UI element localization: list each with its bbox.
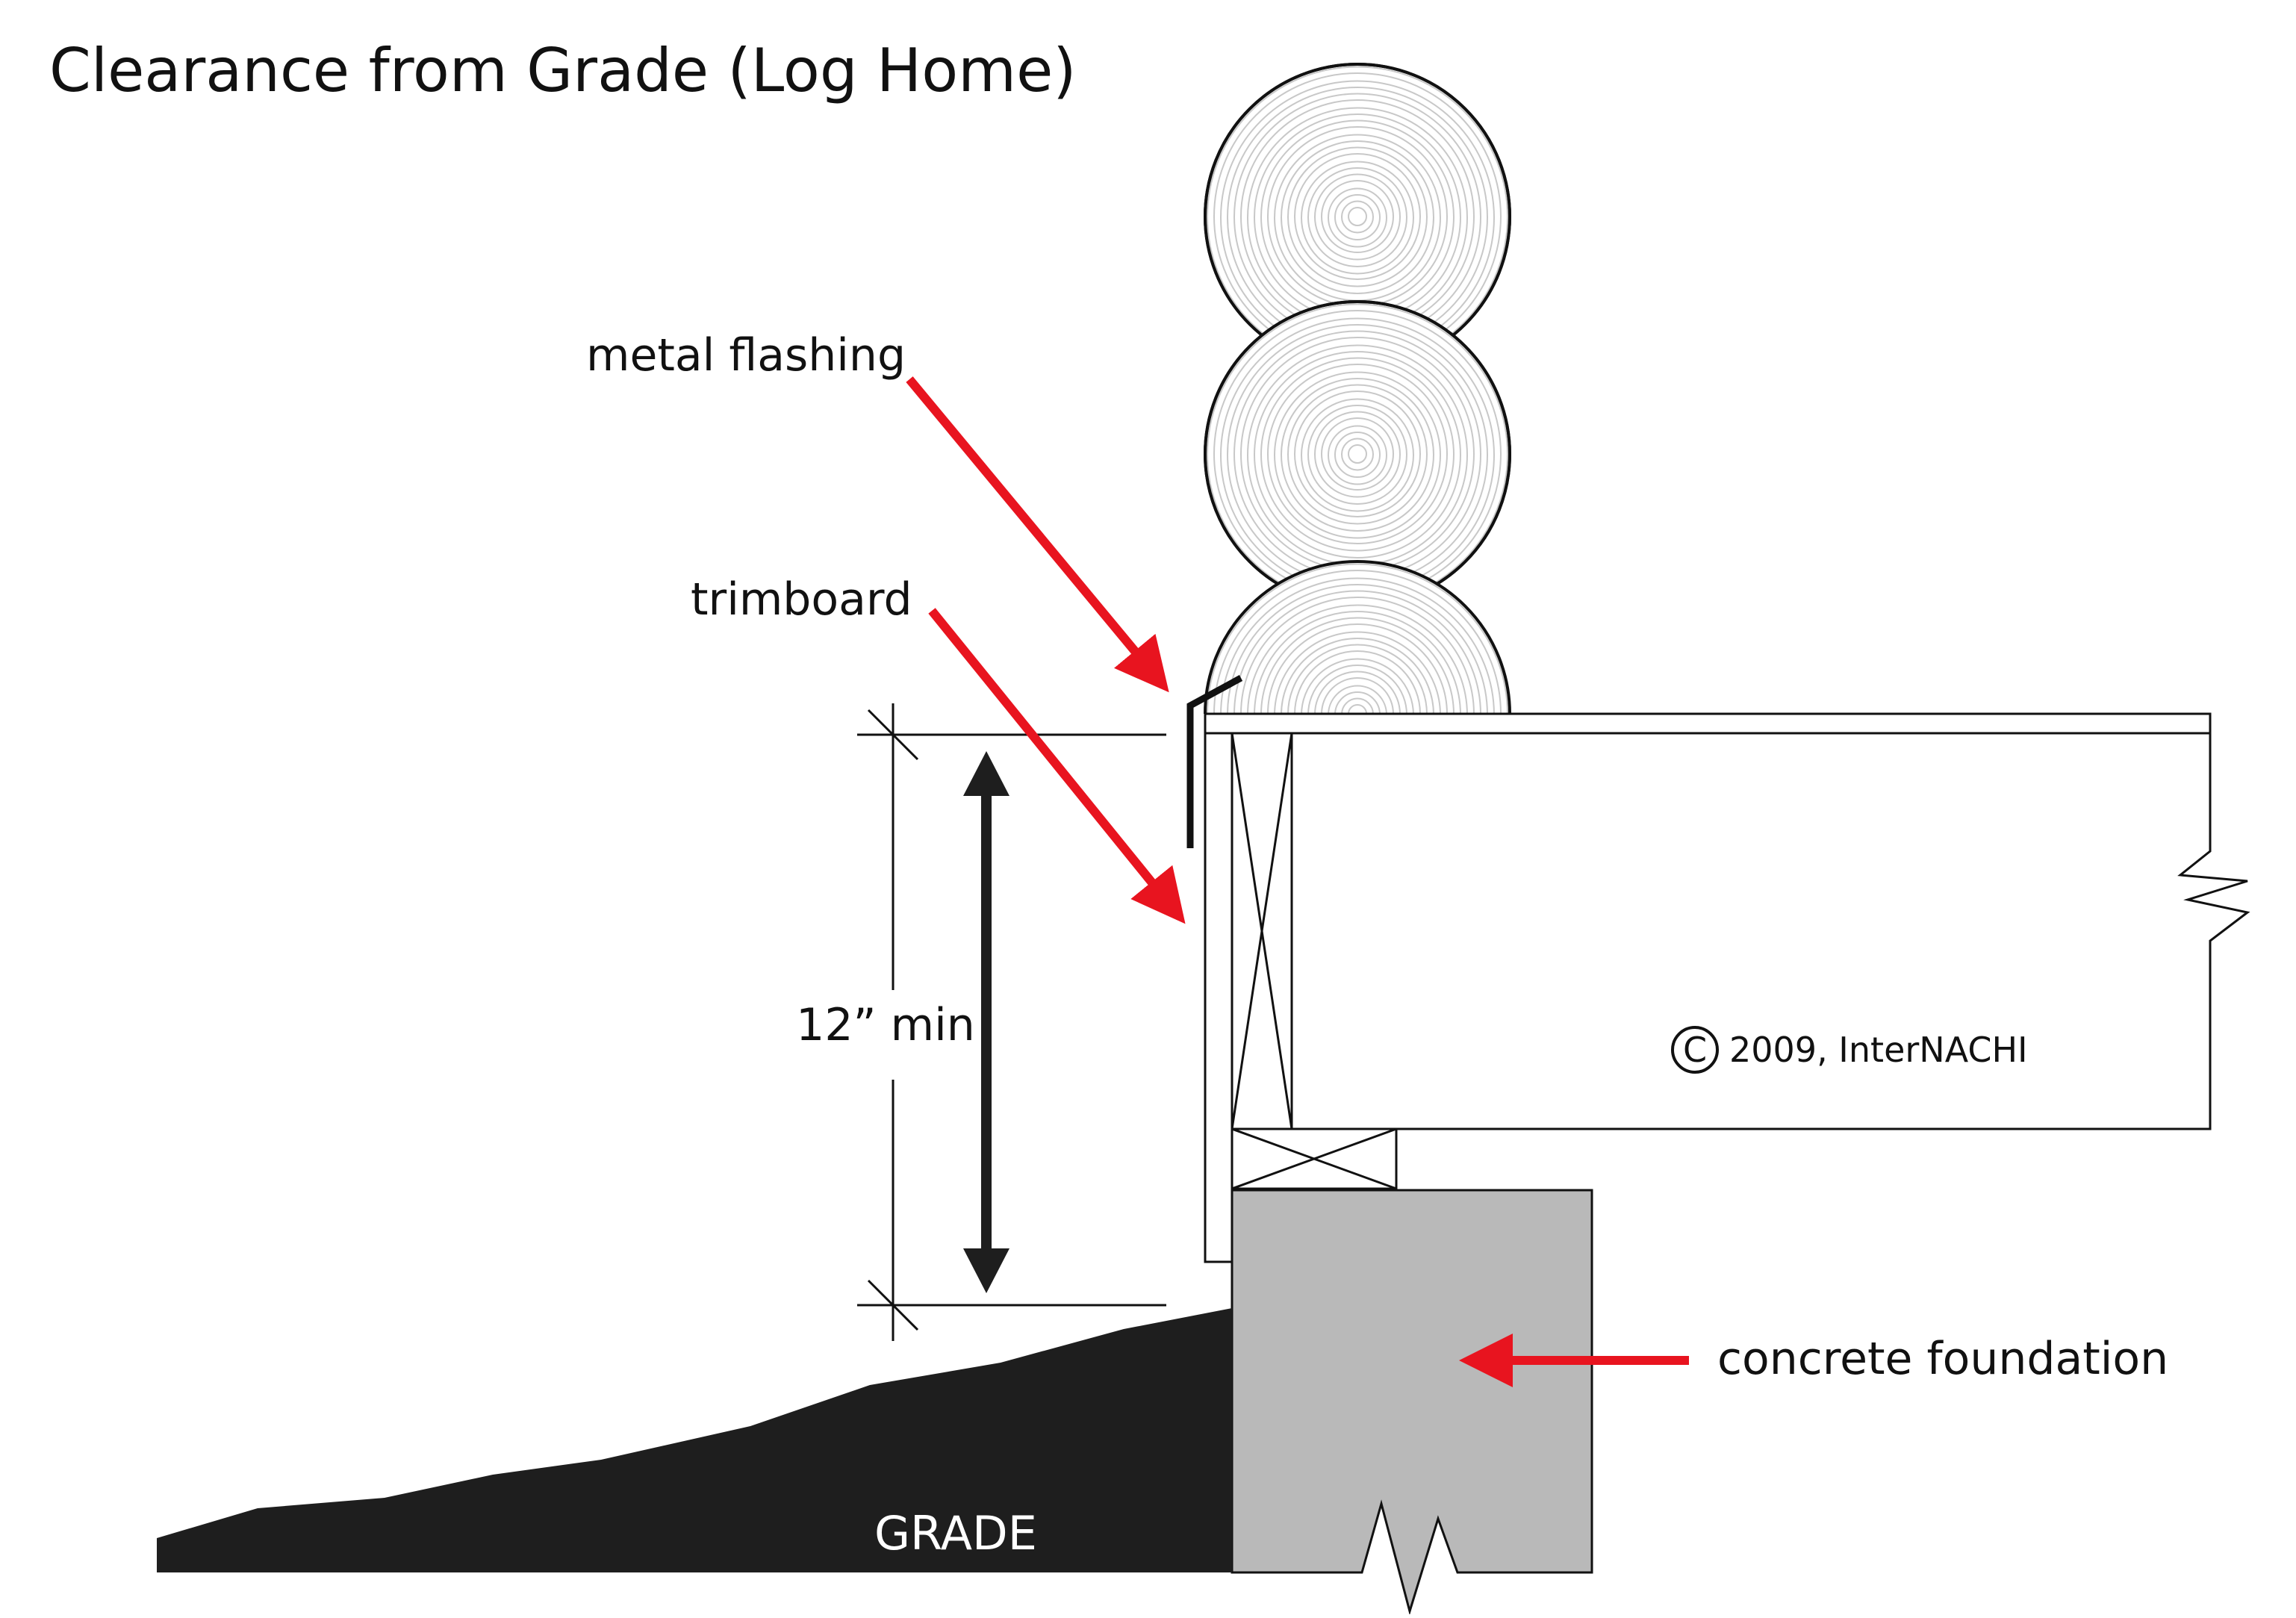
trimboard-arrow — [928, 608, 1186, 924]
growth-ring — [1301, 398, 1414, 512]
grade-soil — [157, 1308, 1232, 1572]
growth-ring — [1348, 207, 1367, 226]
mud-sill-cross-b — [1231, 1127, 1397, 1190]
sill-plate — [1204, 712, 2212, 735]
arrow-head-up — [963, 751, 1009, 796]
growth-ring — [1314, 411, 1401, 498]
copyright-text: 2009, InterNACHI — [1729, 1030, 2028, 1070]
growth-ring — [1341, 438, 1374, 471]
copyright-notice: C 2009, InterNACHI — [1671, 1026, 2028, 1074]
growth-ring — [1267, 364, 1448, 544]
callout-arrows — [906, 376, 1689, 1387]
growth-ring — [1281, 378, 1434, 532]
clearance-label: 12” min — [796, 999, 975, 1051]
clearance-dimension — [857, 703, 1166, 1341]
growth-ring — [1294, 391, 1421, 517]
growth-ring — [1287, 146, 1428, 287]
floor-joist — [1290, 732, 2250, 1130]
trimboard — [1204, 732, 1233, 1263]
log-middle — [1204, 300, 1511, 608]
growth-ring — [1260, 357, 1455, 552]
concrete-foundation-label: concrete foundation — [1717, 1333, 2168, 1385]
arrow-head-down — [963, 1248, 1009, 1293]
growth-ring — [1328, 425, 1387, 485]
growth-ring — [1328, 187, 1387, 248]
growth-ring — [1334, 432, 1381, 478]
growth-ring — [1294, 153, 1421, 280]
growth-ring — [1301, 161, 1414, 275]
growth-ring — [1334, 194, 1381, 240]
floor-framing — [1204, 712, 2250, 1263]
diagram-title: Clearance from Grade (Log Home) — [49, 36, 1077, 105]
metal-flashing-arrow — [906, 376, 1169, 693]
concrete-foundation — [1231, 1189, 1593, 1616]
log-stack — [1204, 63, 1511, 865]
metal-flashing — [1186, 675, 1243, 848]
copyright-circle-icon: C — [1671, 1026, 1719, 1074]
clearance-arrow — [963, 751, 1009, 1293]
growth-ring — [1321, 417, 1394, 491]
growth-ring — [1307, 167, 1407, 267]
growth-ring — [1274, 371, 1441, 539]
growth-ring — [1307, 405, 1407, 505]
trimboard-label: trimboard — [691, 573, 912, 626]
dimension-tick-top — [867, 709, 919, 761]
growth-ring — [1254, 351, 1461, 558]
growth-ring — [1314, 173, 1401, 261]
copyright-symbol: C — [1683, 1030, 1707, 1070]
dimension-tick-bottom — [867, 1279, 919, 1331]
growth-ring — [1321, 180, 1394, 253]
growth-ring — [1287, 384, 1428, 525]
grade-label: GRADE — [874, 1506, 1037, 1561]
growth-ring — [1348, 444, 1367, 464]
growth-ring — [1341, 200, 1374, 234]
metal-flashing-label: metal flashing — [586, 329, 906, 382]
growth-ring — [1281, 140, 1434, 294]
rim-joist-cross-b — [1231, 732, 1293, 1130]
